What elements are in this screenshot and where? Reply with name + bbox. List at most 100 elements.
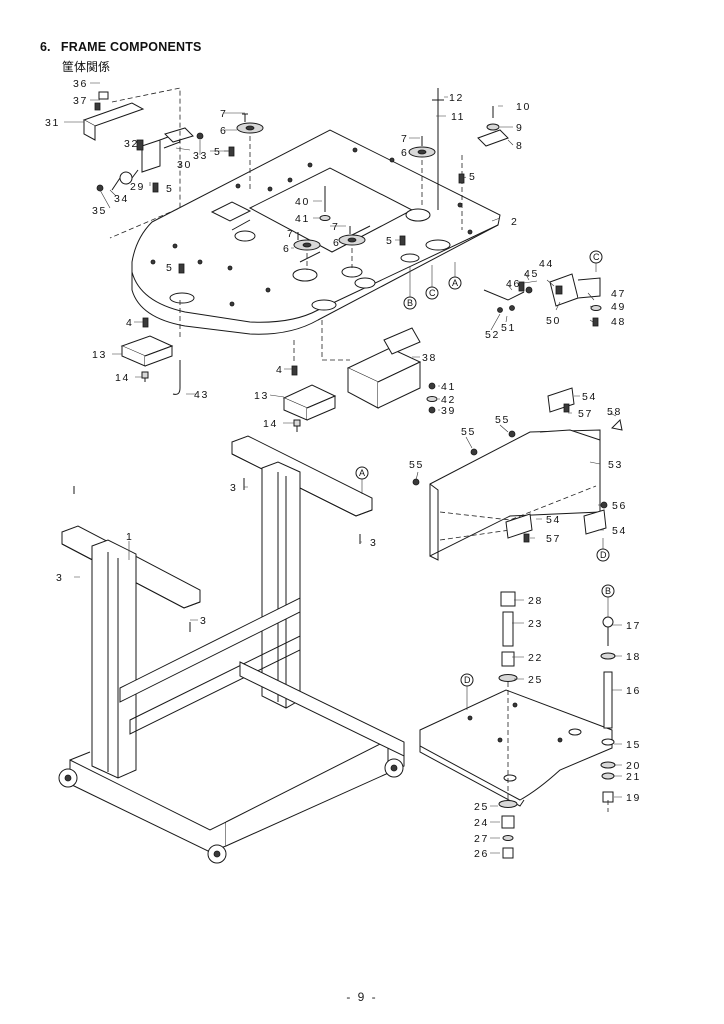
- callout-16: 16: [626, 685, 641, 697]
- callout-18: 18: [626, 651, 641, 663]
- callout-38: 38: [422, 352, 437, 364]
- callout-3a: 3: [230, 482, 237, 494]
- page-number: - 9 -: [346, 990, 378, 1004]
- reference-marker-c2: C: [589, 250, 603, 264]
- callout-49: 49: [611, 301, 626, 313]
- callout-17: 17: [626, 620, 641, 632]
- table-top-plate: [131, 129, 501, 335]
- callout-4b: 4: [276, 364, 283, 376]
- callout-35: 35: [92, 205, 107, 217]
- callout-8: 8: [516, 140, 523, 152]
- callout-52: 52: [485, 329, 500, 341]
- callout-55b: 55: [461, 426, 476, 438]
- section-subtitle: 筐体関係: [62, 60, 111, 74]
- box-bracket: [321, 320, 438, 414]
- callout-54b: 54: [546, 514, 561, 526]
- callout-5e: 5: [166, 262, 173, 274]
- callout-24: 24: [474, 817, 489, 829]
- callout-5c: 5: [469, 171, 476, 183]
- callout-7c: 7: [287, 228, 294, 240]
- callout-55c: 55: [409, 459, 424, 471]
- section-title: FRAME COMPONENTS: [60, 40, 202, 54]
- reference-marker-d2: D: [460, 673, 474, 687]
- reference-marker-a1: A: [448, 276, 462, 290]
- callout-50: 50: [546, 315, 561, 327]
- callout-labels: 36 37 31 32 33 30 5 29 5 34 35 7 6 12 11…: [45, 78, 641, 860]
- callout-3d: 3: [200, 615, 207, 627]
- leader-lines: [64, 82, 622, 854]
- callout-12: 12: [449, 92, 464, 104]
- callout-14a: 14: [115, 372, 130, 384]
- callout-37: 37: [73, 95, 88, 107]
- callout-55a: 55: [495, 414, 510, 426]
- reference-marker-a2: A: [355, 466, 369, 480]
- callout-3c: 3: [56, 572, 63, 584]
- callout-2: 2: [511, 216, 518, 228]
- callout-33: 33: [193, 150, 208, 162]
- upper-left-bracket-group: [82, 87, 235, 239]
- callout-31: 31: [45, 117, 60, 129]
- callout-41b: 41: [441, 381, 456, 393]
- callout-25b: 25: [474, 801, 489, 813]
- callout-5d: 5: [386, 235, 393, 247]
- callout-42: 42: [441, 394, 456, 406]
- callout-58: 58: [607, 406, 622, 418]
- hinge-brackets: [120, 300, 337, 432]
- sensor-bracket-group: [483, 273, 602, 327]
- section-heading: 6. FRAME COMPONENTS 筐体関係: [40, 38, 202, 75]
- callout-21: 21: [626, 771, 641, 783]
- stand-frame: [58, 435, 405, 864]
- callout-56: 56: [612, 500, 627, 512]
- callout-23: 23: [528, 618, 543, 630]
- reference-marker-c1: C: [425, 286, 439, 300]
- svg-text:D: D: [600, 550, 607, 560]
- reference-marker-b2: B: [601, 584, 615, 598]
- callout-53: 53: [608, 459, 623, 471]
- callout-3b: 3: [370, 537, 377, 549]
- callout-48: 48: [611, 316, 626, 328]
- callout-6b: 6: [401, 147, 408, 159]
- callout-9: 9: [516, 122, 523, 134]
- callout-11: 11: [451, 111, 465, 123]
- callout-5a: 5: [214, 146, 221, 158]
- callout-47: 47: [611, 288, 626, 300]
- callout-34: 34: [114, 193, 129, 205]
- callout-32: 32: [124, 138, 139, 150]
- callout-26: 26: [474, 848, 489, 860]
- callout-15: 15: [626, 739, 641, 751]
- section-number: 6.: [40, 40, 51, 54]
- callout-39: 39: [441, 405, 456, 417]
- callout-54c: 54: [612, 525, 627, 537]
- callout-27: 27: [474, 833, 489, 845]
- callout-30: 30: [177, 159, 192, 171]
- svg-text:C: C: [429, 288, 436, 298]
- svg-text:C: C: [593, 252, 600, 262]
- callout-10: 10: [516, 101, 531, 113]
- side-cover: [412, 387, 623, 561]
- svg-text:D: D: [464, 675, 471, 685]
- callout-7d: 7: [332, 221, 339, 233]
- svg-text:B: B: [605, 586, 611, 596]
- callout-22: 22: [528, 652, 543, 664]
- callout-25a: 25: [528, 674, 543, 686]
- callout-6c: 6: [283, 243, 290, 255]
- callout-5b: 5: [166, 183, 173, 195]
- callout-14b: 14: [263, 418, 278, 430]
- callout-6a: 6: [220, 125, 227, 137]
- svg-text:B: B: [407, 298, 413, 308]
- callout-13b: 13: [254, 390, 269, 402]
- callout-4a: 4: [126, 317, 133, 329]
- callout-6d: 6: [333, 237, 340, 249]
- callout-7a: 7: [220, 108, 227, 120]
- callout-1: 1: [126, 531, 133, 543]
- callout-54a: 54: [582, 391, 597, 403]
- callout-45: 45: [524, 268, 539, 280]
- svg-text:A: A: [359, 468, 365, 478]
- reference-marker-d1: D: [596, 548, 610, 562]
- callout-57b: 57: [546, 533, 561, 545]
- callout-43: 43: [194, 389, 209, 401]
- callout-51: 51: [501, 322, 516, 334]
- callout-57a: 57: [578, 408, 593, 420]
- callout-7b: 7: [401, 133, 408, 145]
